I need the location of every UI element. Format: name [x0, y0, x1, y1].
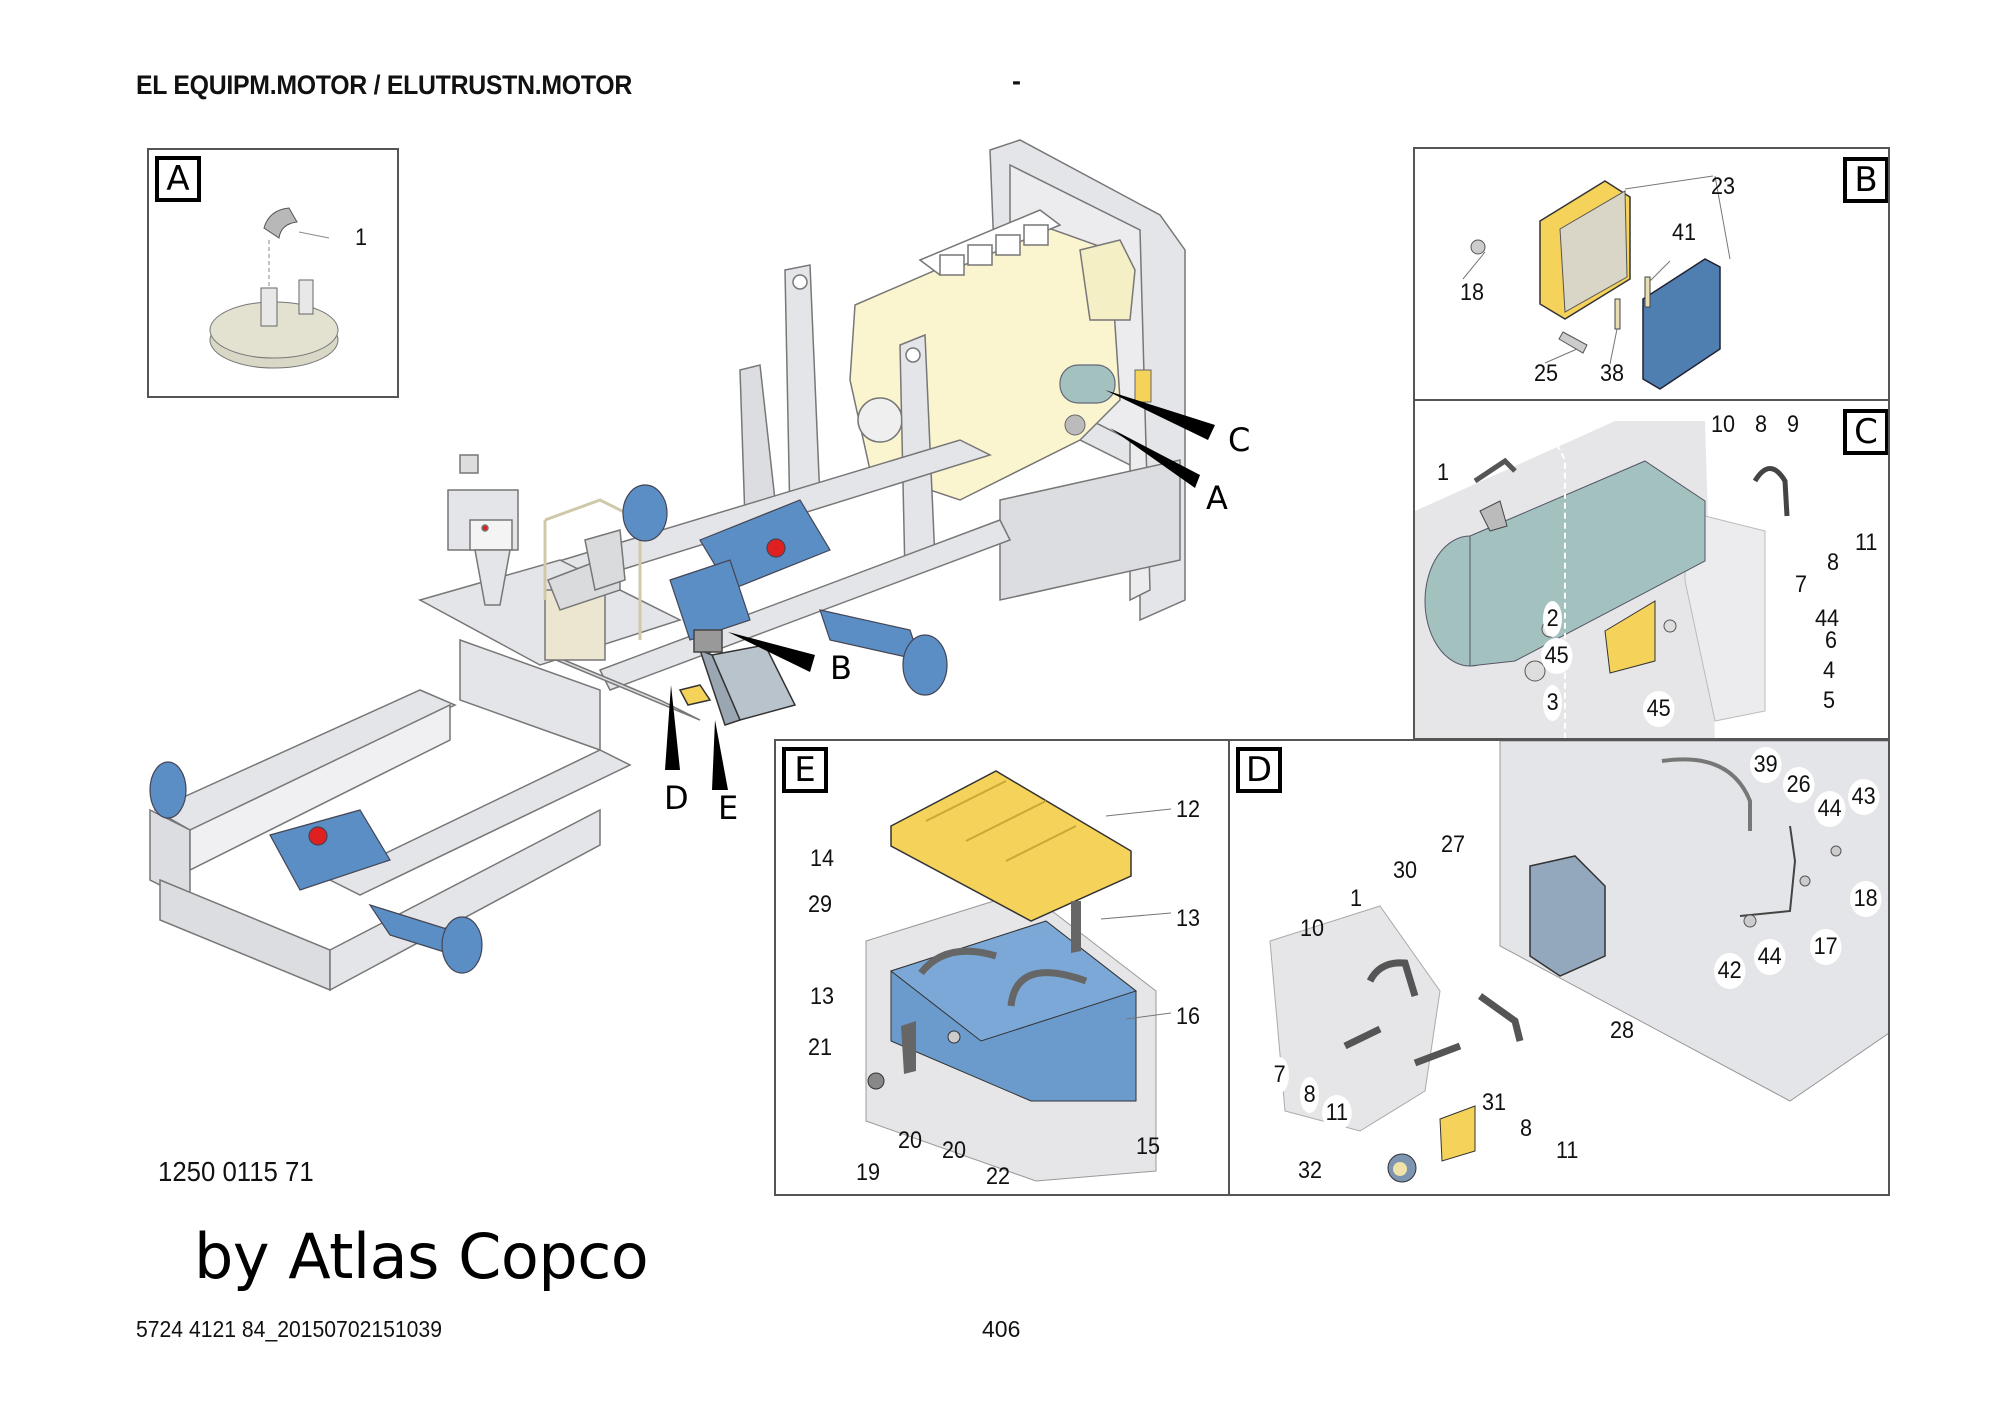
part-label: 5 [1823, 687, 1836, 714]
part-label: 22 [986, 1163, 1011, 1190]
drawing-number: 1250 0115 71 [158, 1156, 314, 1187]
panel-tag-B: B [1843, 157, 1888, 203]
part-label: 45 [1643, 691, 1675, 727]
panel-tag-D: D [1236, 747, 1282, 793]
part-label: 2 [1543, 601, 1563, 637]
part-label: 27 [1441, 831, 1466, 858]
callout-D[interactable]: D [664, 779, 689, 817]
main-switch-illustration [1269, 741, 1888, 1183]
brand-text: by Atlas Copco [194, 1220, 649, 1293]
part-label: 17 [1810, 929, 1842, 965]
part-label: 45 [1541, 638, 1573, 674]
axles [149, 484, 948, 974]
part-label: 44 [1754, 939, 1786, 975]
part-label: 15 [1136, 1133, 1161, 1160]
part-label: 21 [808, 1034, 833, 1061]
callout-B[interactable]: B [830, 649, 852, 687]
part-label: 18 [1460, 279, 1485, 306]
battery-tray [678, 629, 797, 726]
part-label: 32 [1298, 1157, 1323, 1184]
panel-tag-A: A [155, 156, 201, 202]
part-label: 19 [856, 1159, 881, 1186]
part-label: 20 [942, 1137, 967, 1164]
part-label: 1 [1437, 459, 1450, 486]
part-label: 29 [808, 891, 833, 918]
operator-station [418, 454, 682, 666]
part-label: 26 [1783, 767, 1815, 803]
part-label: 13 [810, 983, 835, 1010]
part-label: 1 [355, 224, 368, 251]
callout-pointers [665, 390, 1215, 790]
part-label: 31 [1482, 1089, 1507, 1116]
panel-tag-E: E [782, 747, 828, 793]
front-frame [149, 638, 632, 992]
detail-panel-B: B 23 41 18 25 38 [1413, 147, 1890, 401]
page-title: EL EQUIPM.MOTOR / ELUTRUSTN.MOTOR [136, 70, 632, 100]
part-label: 28 [1610, 1017, 1635, 1044]
part-label: 6 [1825, 627, 1838, 654]
part-label: 3 [1543, 685, 1563, 721]
part-label: 10 [1711, 411, 1736, 438]
part-label: 11 [1556, 1137, 1579, 1164]
part-label: 11 [1322, 1095, 1352, 1131]
page-number: 406 [982, 1316, 1021, 1342]
part-label: 16 [1176, 1003, 1201, 1030]
part-label: 4 [1823, 657, 1836, 684]
callout-A[interactable]: A [1206, 479, 1228, 517]
part-label: 8 [1827, 549, 1840, 576]
part-label: 11 [1855, 529, 1878, 556]
fuse-holder-illustration [1462, 175, 1731, 390]
part-label: 30 [1393, 857, 1418, 884]
part-label: 43 [1848, 779, 1880, 815]
starter-motor [1059, 364, 1152, 436]
detail-panel-E: E 12 14 29 13 13 16 21 20 20 19 22 15 [774, 739, 1230, 1196]
header-separator: - [1012, 66, 1021, 96]
part-label: 7 [1795, 571, 1808, 598]
part-label: 44 [1814, 791, 1846, 827]
detail-panel-C: C 10 8 9 1 11 8 7 2 44 6 45 4 3 5 45 [1413, 399, 1890, 740]
part-label: 41 [1672, 219, 1697, 246]
part-label: 9 [1787, 411, 1800, 438]
detail-panel-D: D 39 26 43 44 27 30 18 1 10 17 44 42 28 … [1228, 739, 1890, 1196]
engine [849, 209, 1136, 501]
part-label: 8 [1520, 1115, 1533, 1142]
part-label: 14 [810, 845, 835, 872]
callout-C[interactable]: C [1228, 421, 1251, 459]
part-label: 18 [1850, 881, 1882, 917]
battery-illustration [865, 770, 1172, 1182]
lift-uprights [739, 264, 936, 577]
panel-tag-C: C [1843, 409, 1888, 455]
callout-E[interactable]: E [718, 789, 739, 827]
part-label: 38 [1600, 360, 1625, 387]
part-label: 10 [1300, 915, 1325, 942]
part-label: 44 [1815, 605, 1840, 632]
part-label: 8 [1300, 1077, 1320, 1113]
document-id: 5724 4121 84_20150702151039 [136, 1316, 442, 1342]
part-label: 20 [898, 1127, 923, 1154]
part-label: 25 [1534, 360, 1559, 387]
starter-illustration [1415, 421, 1790, 738]
part-label: 13 [1176, 905, 1201, 932]
part-label: 12 [1176, 796, 1201, 823]
part-label: 42 [1714, 953, 1746, 989]
fuel-sender-illustration [209, 207, 339, 369]
part-label: 23 [1711, 173, 1736, 200]
part-label: 1 [1350, 885, 1363, 912]
part-label: 7 [1270, 1057, 1290, 1093]
part-label: 8 [1755, 411, 1768, 438]
detail-panel-A: A 1 [147, 148, 399, 398]
part-label: 39 [1750, 747, 1782, 783]
